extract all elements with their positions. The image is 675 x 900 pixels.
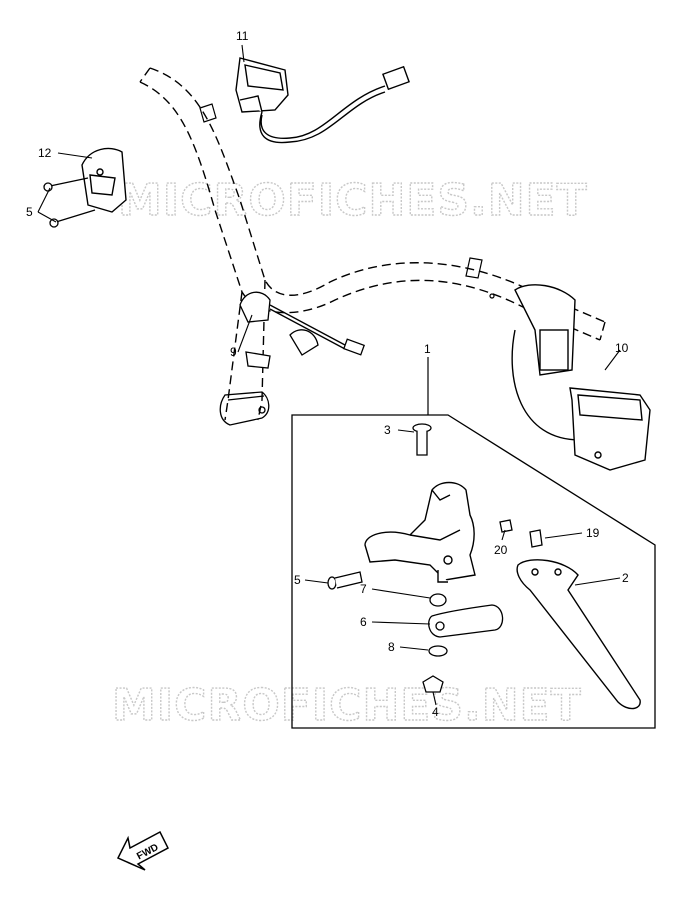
callout-1: 1 bbox=[424, 342, 431, 356]
switch-assembly-12 bbox=[81, 147, 127, 213]
callout-6: 6 bbox=[360, 615, 367, 629]
callout-9: 9 bbox=[230, 345, 237, 359]
left-grip bbox=[219, 391, 270, 426]
lever-holder bbox=[364, 481, 476, 583]
switch-assembly-10 bbox=[511, 284, 651, 471]
callout-7: 7 bbox=[360, 582, 367, 596]
bolt-3 bbox=[412, 423, 432, 456]
watermark-top: MICROFICHES.NET bbox=[118, 175, 588, 226]
callout-20: 20 bbox=[494, 543, 508, 557]
switch-assembly-11 bbox=[235, 57, 410, 144]
clutch-switch-9 bbox=[239, 291, 366, 369]
callout-19: 19 bbox=[586, 526, 600, 540]
forward-arrow-icon: FWD bbox=[116, 830, 169, 871]
callout-2: 2 bbox=[622, 571, 629, 585]
bolt-5 bbox=[327, 571, 363, 590]
handlebar-marks bbox=[199, 103, 495, 299]
callout-3: 3 bbox=[384, 423, 391, 437]
handlebar-outline bbox=[139, 67, 606, 421]
small-parts bbox=[422, 519, 543, 693]
callout-5-left: 5 bbox=[26, 205, 33, 219]
callout-11: 11 bbox=[236, 29, 249, 43]
leader-lines bbox=[37, 44, 621, 706]
assembly-frame bbox=[291, 414, 656, 729]
callout-4: 4 bbox=[432, 705, 439, 719]
watermark-bottom: MICROFICHES.NET bbox=[112, 680, 582, 731]
callout-12: 12 bbox=[38, 146, 52, 160]
callout-10: 10 bbox=[615, 341, 629, 355]
callout-8: 8 bbox=[388, 640, 395, 654]
callout-5: 5 bbox=[294, 573, 301, 587]
lever-2 bbox=[516, 559, 641, 710]
